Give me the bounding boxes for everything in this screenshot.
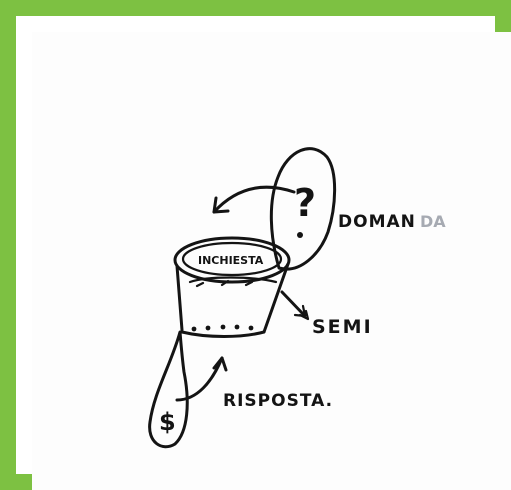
question-dot (297, 232, 303, 238)
seed-dot (235, 325, 240, 330)
label-question: DOMAN (338, 212, 416, 232)
seeds-arrow-line (282, 292, 304, 315)
question-mark: ? (294, 181, 316, 225)
seed-dot (206, 326, 211, 331)
label-seeds: SEMI (312, 316, 373, 338)
label-question-smudged: DA (420, 212, 446, 231)
bowl-left-side (177, 266, 182, 330)
bowl-label: INCHIESTA (198, 254, 264, 267)
seed-dot (221, 325, 226, 330)
seed-dot (192, 327, 197, 332)
question-arrow-curve (214, 187, 294, 212)
sketch-paper: ? INCHIESTA DOMAN DA SEM (32, 32, 511, 490)
seed-glyph: $ (159, 408, 176, 436)
seed-dot (249, 326, 254, 331)
hand-drawn-diagram: ? INCHIESTA DOMAN DA SEM (32, 32, 511, 490)
label-answer: RISPOSTA. (223, 391, 333, 411)
bowl-bottom (182, 332, 264, 337)
